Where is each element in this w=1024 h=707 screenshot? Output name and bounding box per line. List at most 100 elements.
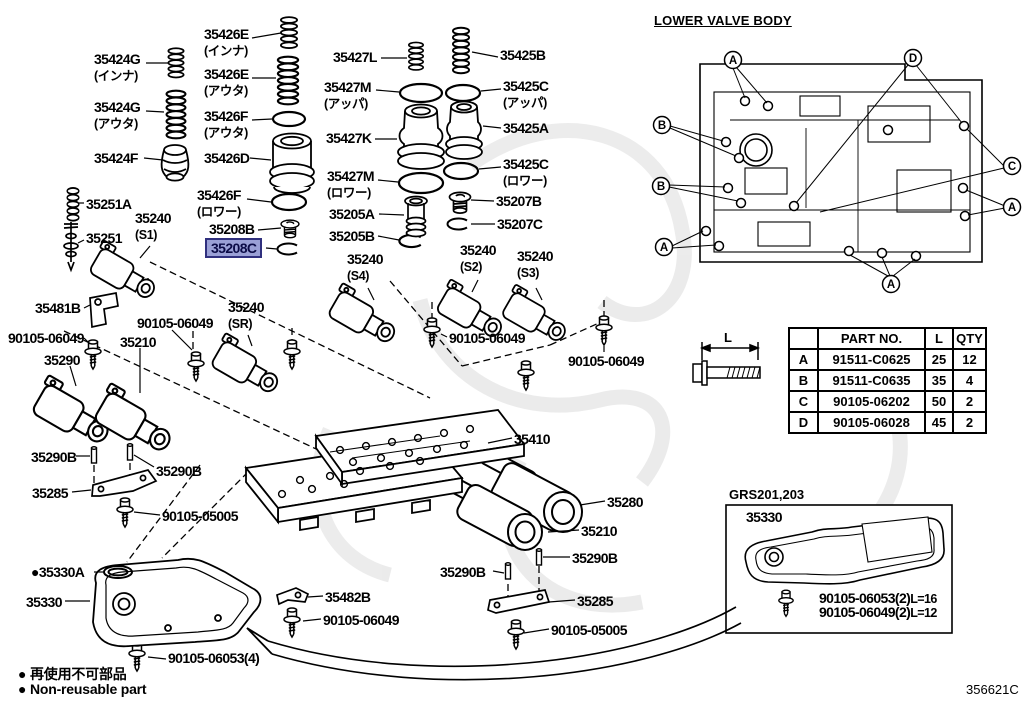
svg-text:A: A [887,279,895,291]
plug-35208b-drawing [280,219,300,239]
grs-inset-figure [725,504,953,634]
pin-35290b-3-drawing [504,562,512,580]
part-label-90105-06049-right: 90105-06049 [568,353,645,369]
part-label-35426e-outer: 35426E(アウタ) [204,66,249,98]
legend-en: ● Non-reusable part [18,681,147,697]
bracket-35285-right-drawing [487,589,551,614]
solenoid-sr-drawing [206,332,288,400]
part-label-35482b: 35482B [325,589,371,605]
bracket-35482b-drawing [276,587,310,606]
table-header-row: PART NO. L QTY [788,327,987,350]
pin-35290b-4-drawing [535,548,543,566]
row-qty: 4 [952,369,987,392]
header-blank [788,327,819,350]
part-label-35290: 35290 [44,352,81,368]
header-qty: QTY [952,327,987,350]
o-rings [270,82,482,212]
row-part: 90105-06028 [817,411,926,434]
row-key: D [788,411,819,434]
part-label-35427l: 35427L [333,49,377,65]
bolt-size-table: PART NO. L QTY A 91511-C0625 25 12 B 915… [788,327,987,434]
row-key: B [788,369,819,392]
part-label-90105-05005-left: 90105-05005 [162,508,239,524]
sleeve-35425a-drawing [445,100,483,160]
part-label-35425c-upper: 35425C(アッパ) [503,78,549,110]
part-label-35424g-outer: 35424G(アウタ) [94,99,141,131]
part-label-35210-upper: 35210 [120,334,157,350]
bolt-90105-05005-left-drawing [116,497,134,528]
solenoid-35210-drawing [89,382,182,460]
svg-text:A: A [1008,202,1016,214]
part-label-35205b: 35205B [329,228,375,244]
pointer-arrow [246,606,742,681]
sleeve-35427k-drawing [397,103,445,170]
part-label-35240-s1: 35240(S1) [135,210,172,242]
part-label-35290b-far-left: 35290B [31,449,77,465]
row-part: 91511-C0625 [817,348,926,371]
part-label-35330: 35330 [26,594,63,610]
spring-35426e-outer-drawing [276,55,300,106]
part-label-35425a: 35425A [503,120,549,136]
part-label-90105-06053-4: 90105-06053(4) [168,650,260,666]
row-l: 25 [924,348,954,371]
part-label-90105-05005-right: 90105-05005 [551,622,628,638]
lower-valve-body-figure [668,63,1006,277]
legend-bullet-jp: ● [18,666,27,682]
spring-35425b-drawing [451,26,471,75]
row-qty: 2 [952,411,987,434]
piston-35205a-drawing [404,195,428,238]
bolt-90105-06049-bottom-drawing [283,607,301,638]
spring-35427l-drawing [407,41,425,71]
callout-d-1: D [903,48,923,68]
part-label-35330a: ●35330A [31,564,85,580]
table-row: A 91511-C0625 25 12 [788,348,987,371]
part-label-35290b-center: 35290B [440,564,486,580]
bracket-35481b-drawing [89,291,119,329]
header-part-no: PART NO. [817,327,926,350]
part-label-35208c-highlighted[interactable]: 35208C [205,238,263,258]
part-label-35251: 35251 [86,230,123,246]
bolt-90105-06049-mid-drawing [187,351,205,382]
row-key: A [788,348,819,371]
snapring-35208c-drawing [276,242,298,256]
figure-code: 356621C [966,682,1019,697]
spring-35424g-inner-drawing [167,47,185,79]
table-row: C 90105-06202 50 2 [788,390,987,413]
spring-35426e-inner-drawing [279,16,299,49]
part-label-35425b: 35425B [500,47,546,63]
callout-b-1: B [652,115,672,135]
table-row: D 90105-06028 45 2 [788,411,987,434]
bolt-dimension-drawing [692,342,761,386]
part-label-35290b-left2: 35290B [156,463,202,479]
part-label-35240-s3: 35240(S3) [517,248,554,280]
legend-jp: ● 再使用不可部品 [18,666,127,682]
spring-35424g-outer-drawing [165,89,187,140]
pin-35290b-2-drawing [126,443,134,461]
row-part: 91511-C0635 [817,369,926,392]
part-label-35240-s2: 35240(S2) [460,242,497,274]
legend-bullet-en: ● [18,681,27,697]
part-label-35290b-right: 35290B [572,550,618,566]
svg-text:B: B [657,181,665,193]
valve-35251-drawing [63,222,79,273]
header-l: L [924,327,954,350]
svg-text:C: C [1008,161,1016,173]
part-label-35427m-lower: 35427M(ロワー) [327,168,375,200]
solenoid-s4-drawing [323,282,405,350]
part-label-35207c: 35207C [497,216,543,232]
callout-a-3: A [1002,197,1022,217]
part-label-90105-06049-bottom: 90105-06049 [323,612,400,628]
oil-strainer-35330-drawing [92,557,262,648]
piston-35426d-drawing [269,132,315,194]
bracket-35285-left-drawing [91,469,158,497]
bolt-90105-06049-extra-drawing [517,360,535,391]
part-label-35481b: 35481B [35,300,81,316]
part-label-35426e-inner: 35426E(インナ) [204,26,249,58]
part-label-35285-left: 35285 [32,485,69,501]
svg-text:A: A [729,55,737,67]
inset-bolt-b-label: 90105-06049(2)L=12 [819,604,937,620]
part-label-35427m-upper: 35427M(アッパ) [324,79,372,111]
inset-model-label: GRS201,203 [729,487,805,502]
